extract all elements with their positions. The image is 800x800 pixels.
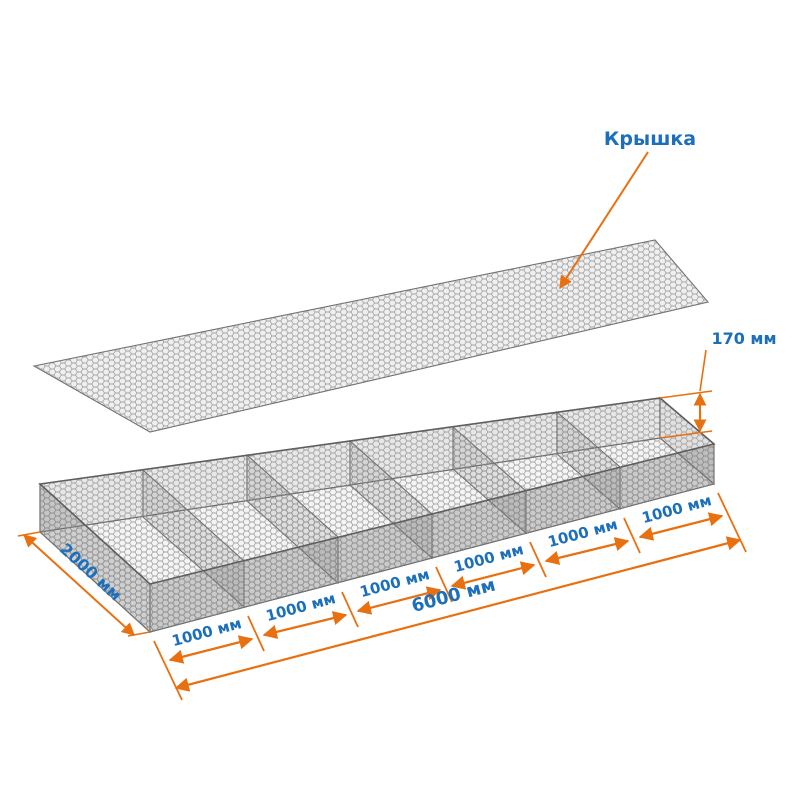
width-arrow xyxy=(23,534,135,636)
lid-leader-line xyxy=(559,151,649,290)
length-arrow xyxy=(174,536,742,692)
height-dimension: 170 мм xyxy=(659,329,777,439)
height-dimension-label: 170 мм xyxy=(711,329,776,348)
lid-mesh-panel xyxy=(32,239,710,433)
lid-label: Крышка xyxy=(604,128,696,150)
lid-callout: Крышка xyxy=(559,128,696,290)
